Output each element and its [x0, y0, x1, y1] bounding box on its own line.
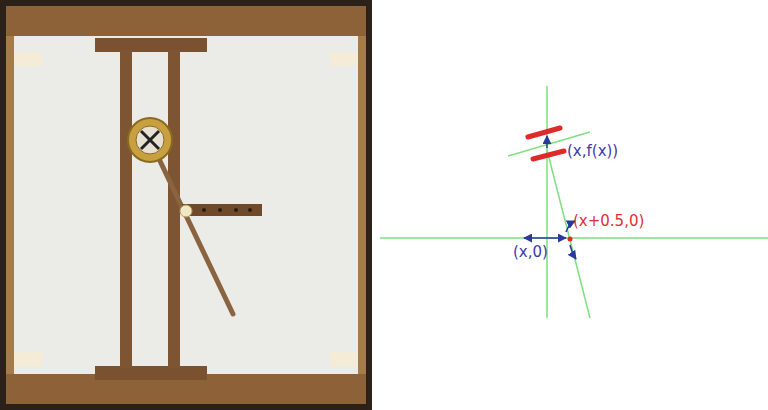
- apparatus-photo: [0, 0, 372, 410]
- guide-rail: [120, 50, 132, 368]
- tape: [14, 352, 42, 366]
- rod: [150, 140, 233, 314]
- bottom-crossbar: [95, 366, 207, 380]
- brass-disk: [128, 118, 172, 162]
- top-board: [6, 6, 366, 36]
- hole: [234, 208, 238, 212]
- x-axis: [380, 237, 768, 239]
- pivot-point: [568, 237, 573, 242]
- tape: [330, 352, 358, 366]
- wheel-blade: [141, 131, 159, 149]
- top-crossbar: [95, 38, 207, 52]
- wheel-mark: [533, 151, 564, 159]
- vertical-line: [546, 86, 548, 318]
- rod-line: [547, 150, 590, 318]
- point-label: (x,f(x)): [566, 143, 619, 160]
- pivot-pin: [180, 205, 192, 217]
- guide-rail: [168, 50, 180, 368]
- wooden-frame: [6, 6, 366, 404]
- wheel-mark: [528, 128, 560, 137]
- point-label: (x+0.5,0): [572, 213, 645, 230]
- hole: [248, 208, 252, 212]
- motion-arrow: [524, 237, 566, 239]
- photo-background: [0, 0, 372, 410]
- slider-bar: [182, 204, 262, 216]
- rotation-arrow: [570, 245, 576, 259]
- hole: [218, 208, 222, 212]
- wheel-blade: [141, 131, 159, 149]
- paper-sheet: [14, 36, 358, 374]
- tape: [14, 52, 42, 66]
- geometry-diagram: [380, 86, 768, 318]
- hole: [202, 208, 206, 212]
- point-label: (x,0): [512, 244, 549, 261]
- tape: [330, 52, 358, 66]
- disk-window: [136, 126, 164, 154]
- motion-arrow: [546, 136, 548, 148]
